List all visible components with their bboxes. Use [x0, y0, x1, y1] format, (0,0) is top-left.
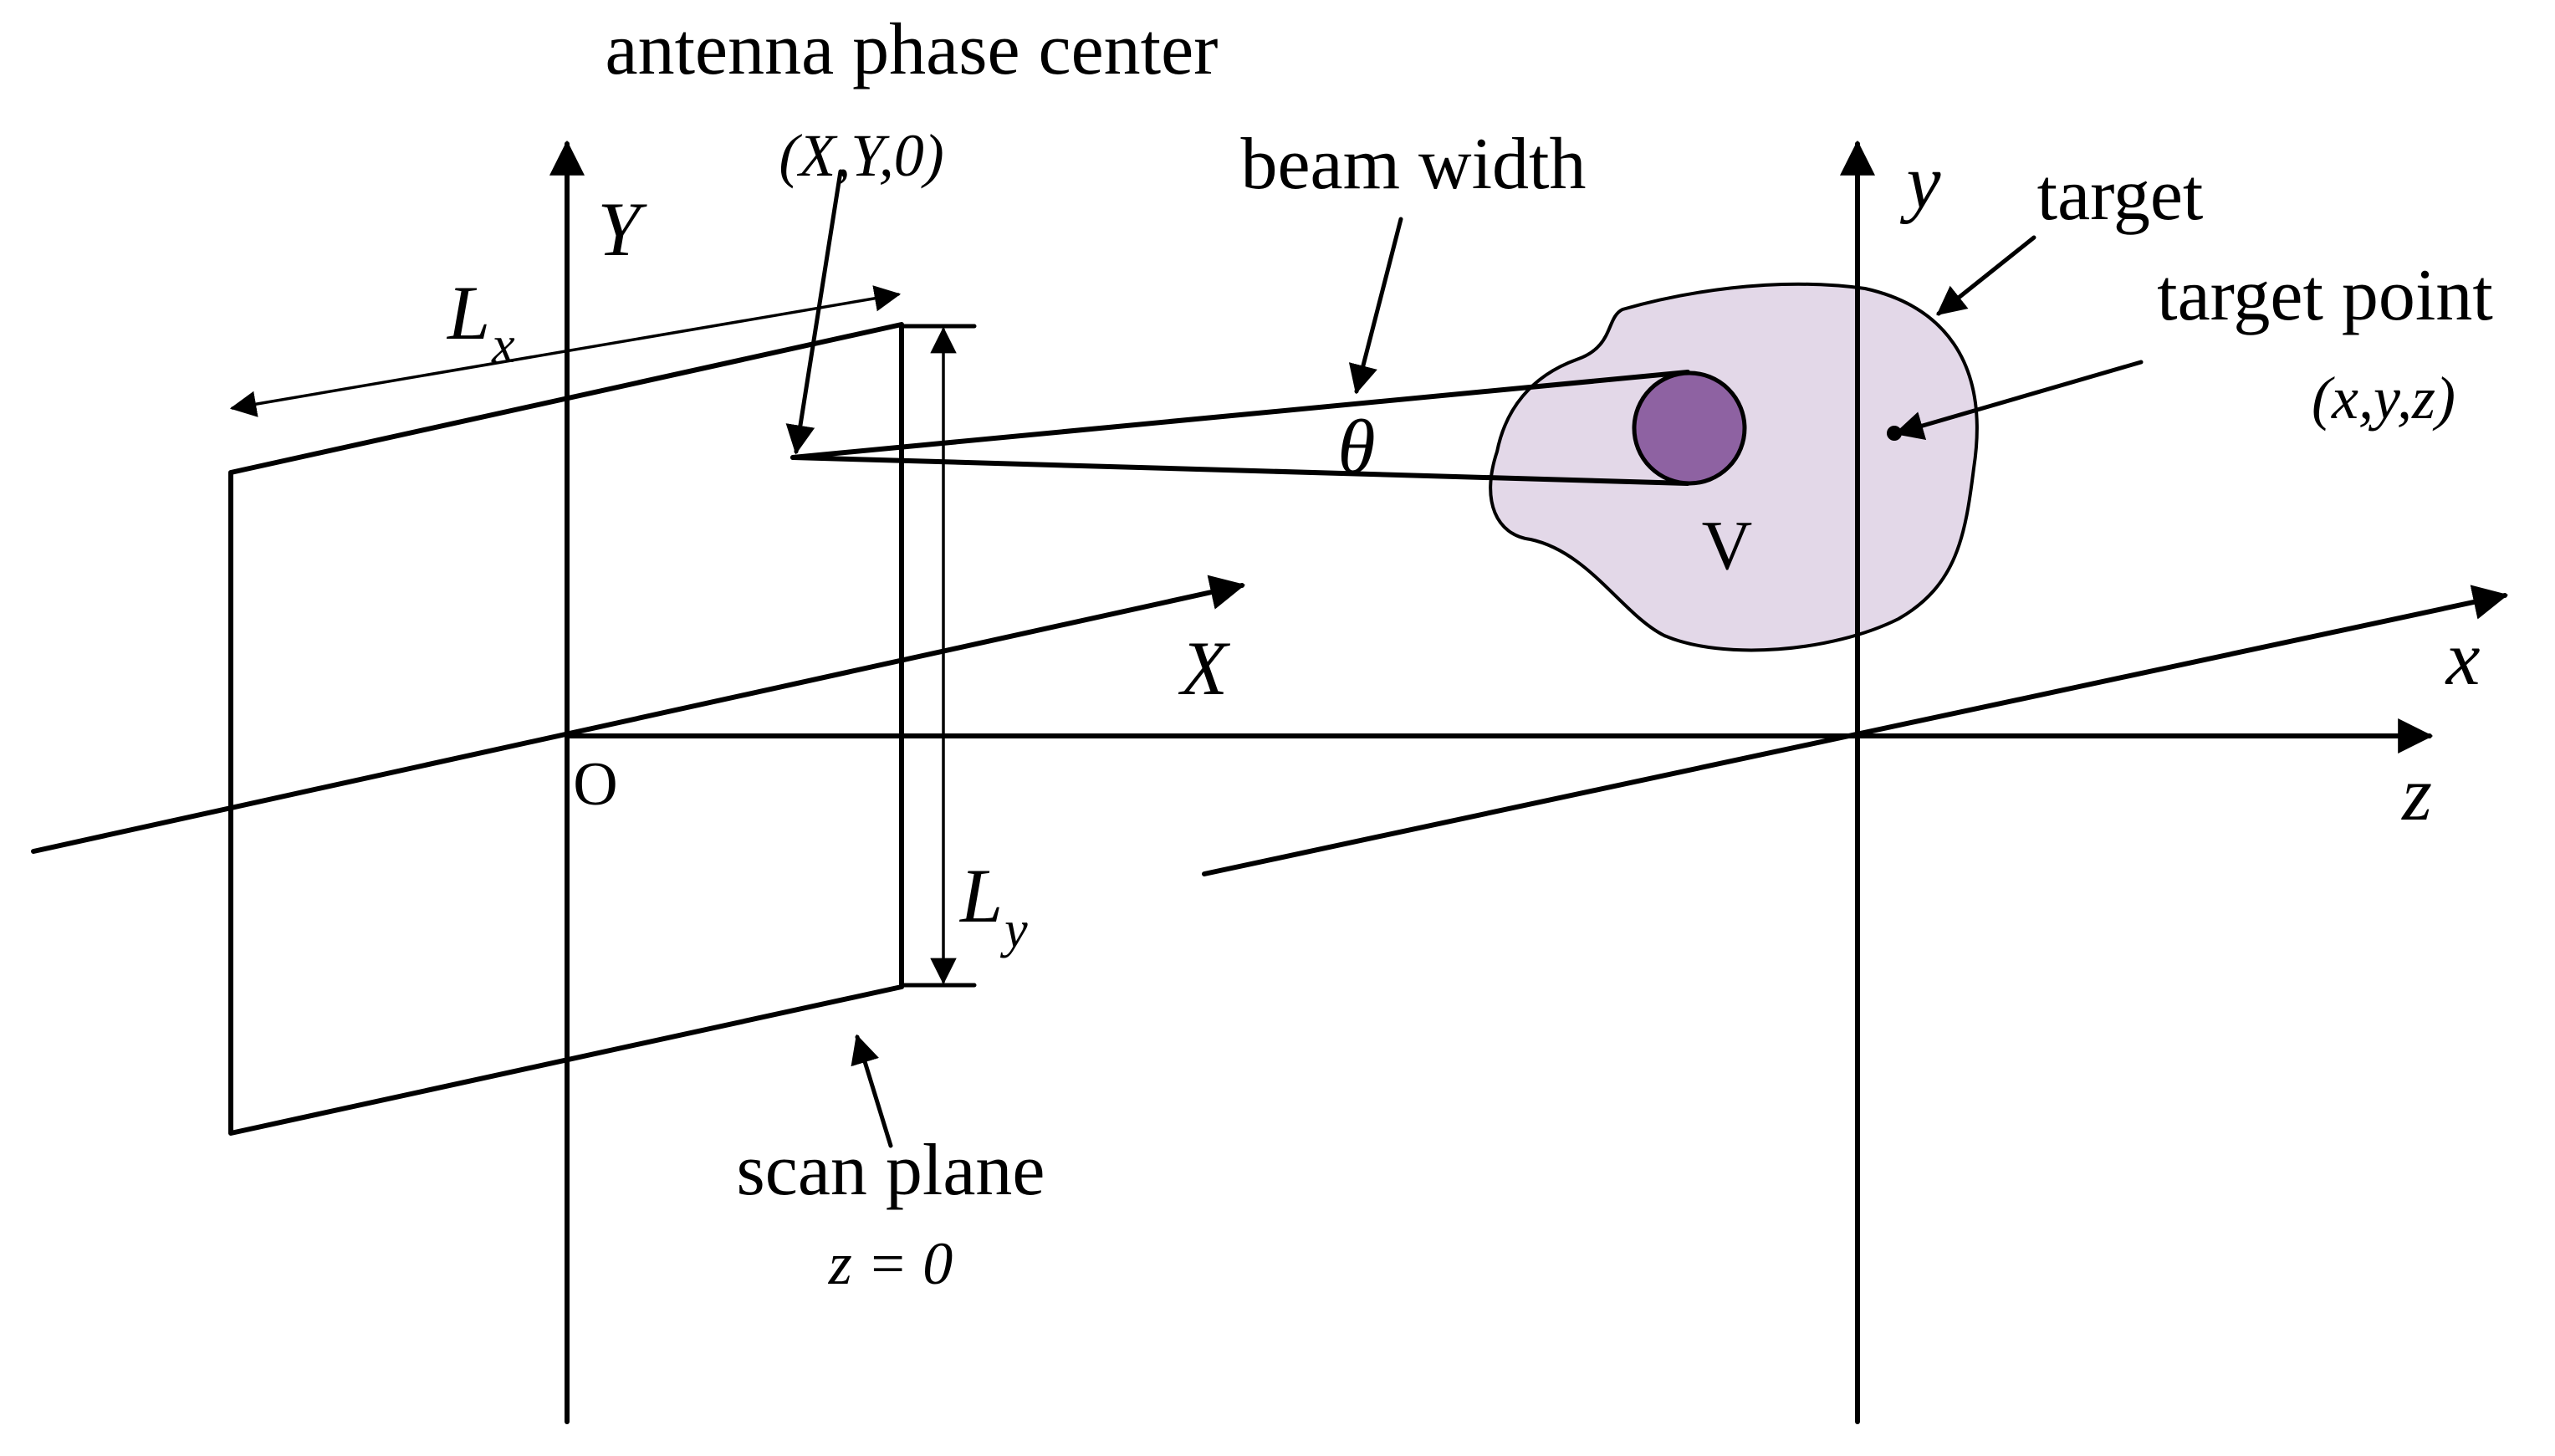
- beam-width-label: beam width: [1240, 124, 1586, 205]
- ly-label-main: L: [958, 853, 1003, 938]
- upper-x-axis: [31, 575, 1246, 854]
- target-label: target: [2037, 155, 2204, 236]
- ly-label-sub: y: [999, 902, 1028, 958]
- lower-y-axis-label: y: [1900, 139, 1941, 224]
- scan-plane-label: scan plane: [737, 1130, 1045, 1211]
- lower-x-axis-label: x: [2445, 616, 2481, 701]
- target-point-coords-label: (x,y,z): [2312, 365, 2455, 432]
- target-point-label: target point: [2157, 255, 2493, 336]
- target-pointer-arrow: [1936, 235, 2036, 316]
- ly-label: Ly: [958, 853, 1028, 958]
- beam-lower-edge: [790, 455, 1690, 486]
- antenna-coords-label: (X,Y,0): [779, 122, 943, 189]
- lx-label-main: L: [446, 270, 490, 355]
- target-point-pointer-arrow: [1893, 360, 2144, 440]
- antenna-pointer-arrow: [785, 169, 843, 455]
- beam-width-pointer-arrow: [1348, 217, 1403, 395]
- resolution-voxel: [1632, 370, 1747, 486]
- theta-label: θ: [1337, 404, 1375, 489]
- scan-plane-equation: z = 0: [828, 1230, 953, 1297]
- scan-plane-pointer-arrow: [851, 1034, 893, 1148]
- upper-y-axis-label: Y: [597, 186, 647, 272]
- origin-label: O: [573, 750, 617, 819]
- lower-z-axis-label: z: [2400, 751, 2432, 836]
- target-region: [1489, 282, 1979, 652]
- volume-label: V: [1702, 507, 1753, 585]
- lower-x-axis: [1202, 585, 2509, 876]
- antenna-phase-center-label: antenna phase center: [606, 9, 1219, 90]
- lx-label-sub: x: [491, 317, 515, 374]
- target-point-dot: [1887, 426, 1902, 441]
- lx-label: Lx: [446, 270, 515, 374]
- lx-dimension-arrow: [229, 285, 902, 417]
- upper-x-axis-label: X: [1178, 626, 1231, 711]
- beam-upper-edge: [790, 370, 1690, 460]
